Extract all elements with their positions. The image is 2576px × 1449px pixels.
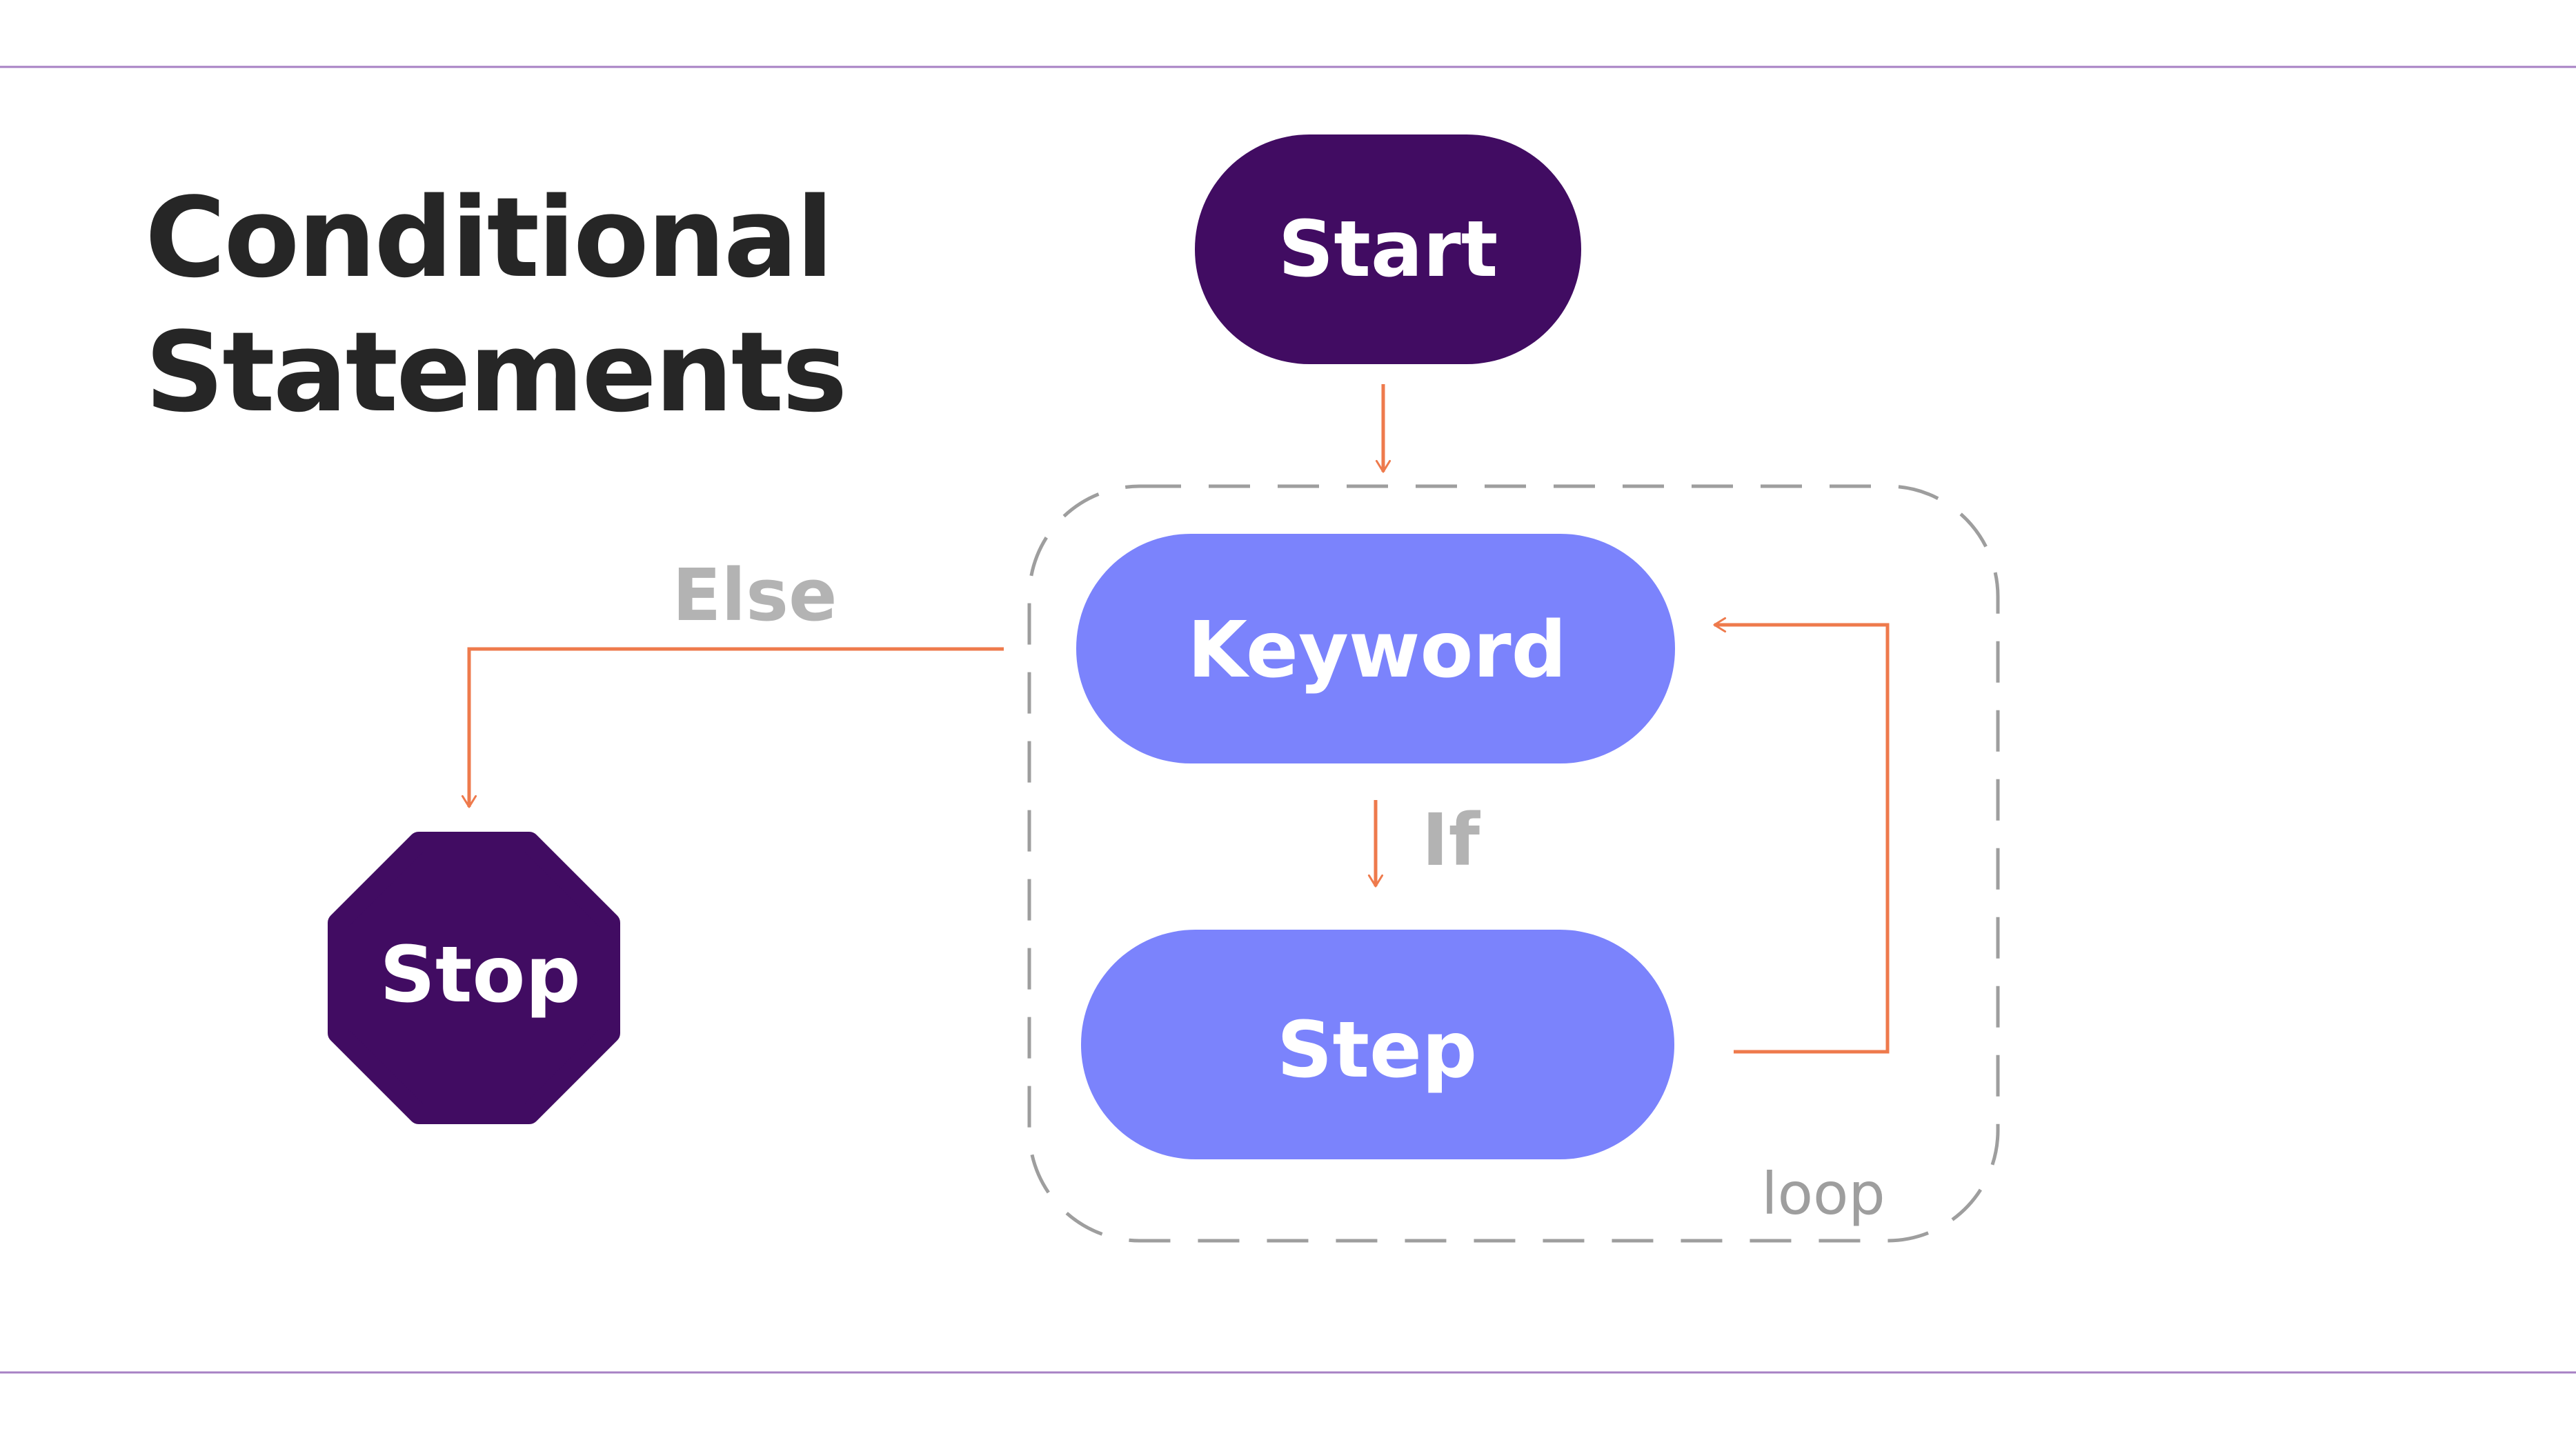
start-node: Start (1195, 134, 1581, 364)
step-label: Step (1277, 1006, 1477, 1095)
else-label: Else (672, 553, 837, 637)
page-title-line-2: Statements (145, 308, 848, 437)
start-label: Start (1278, 205, 1498, 294)
loop-container (1027, 484, 2000, 1243)
stop-label: Stop (379, 930, 580, 1020)
if-label: If (1422, 798, 1481, 882)
arrow-loop-back (1713, 617, 1890, 1054)
arrow-else-to-stop (461, 647, 1004, 808)
loop-label: loop (1761, 1160, 1885, 1228)
keyword-label: Keyword (1187, 606, 1567, 695)
stop-node: Stop (328, 832, 620, 1124)
step-node: Step (1081, 930, 1674, 1159)
page-title-line-1: Conditional (145, 173, 834, 302)
keyword-node: Keyword (1076, 534, 1675, 763)
